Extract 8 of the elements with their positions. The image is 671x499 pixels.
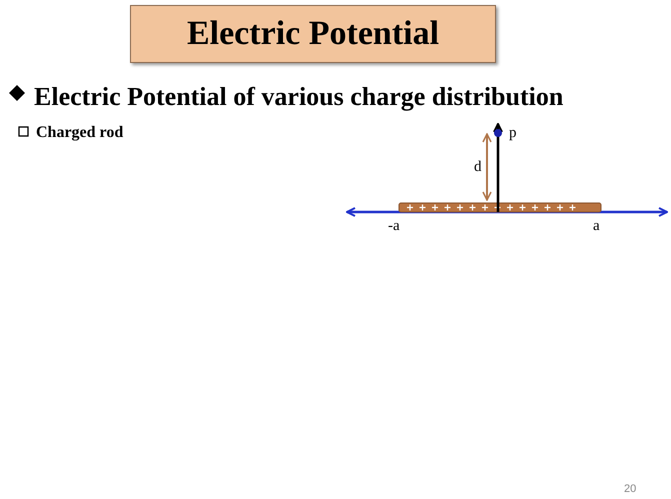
- axis-label: -a: [388, 219, 400, 234]
- distance-label: d: [474, 160, 482, 175]
- axis-label: a: [593, 219, 600, 234]
- heading: Electric Potential of various charge distribution: [34, 84, 564, 110]
- page-number: 20: [624, 484, 636, 495]
- title-banner: Electric Potential: [130, 5, 496, 63]
- point-label: p: [509, 126, 516, 141]
- subheading: Charged rod: [36, 125, 124, 141]
